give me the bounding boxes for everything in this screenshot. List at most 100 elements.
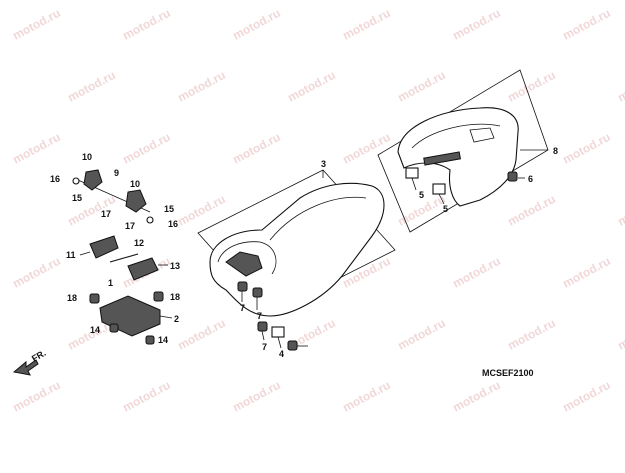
front-arrow-icon — [12, 359, 39, 376]
rear-seat-group — [377, 69, 549, 233]
callout-11: 11 — [66, 250, 76, 260]
watermark-text: motod.ru — [560, 130, 612, 167]
main-seat-clip — [271, 326, 285, 338]
rear-seat-clip-left — [405, 167, 419, 179]
watermark-text: motod.ru — [175, 192, 227, 229]
callout-14a: 14 — [90, 325, 100, 335]
watermark-text: motod.ru — [230, 378, 282, 415]
callout-17a: 17 — [101, 209, 111, 219]
seat-latch-13 — [127, 257, 159, 281]
main-seat-nut-3 — [257, 321, 268, 332]
callout-16b: 16 — [168, 219, 178, 229]
callout-1: 1 — [108, 278, 113, 288]
callout-3: 3 — [321, 159, 326, 169]
watermark-text: motod.ru — [450, 254, 502, 291]
seat-latch-11 — [89, 235, 119, 259]
rear-seat-hole — [469, 127, 495, 143]
bolt-16a — [72, 177, 80, 185]
leader-2 — [159, 315, 173, 319]
main-seat-group — [197, 169, 396, 351]
latch-spring — [109, 253, 139, 263]
bolt-16b — [146, 216, 154, 224]
watermark-text: motod.ru — [65, 68, 117, 105]
callout-8: 8 — [553, 146, 558, 156]
watermark-text: motod.ru — [560, 6, 612, 43]
rear-seat-clip-right — [432, 183, 446, 195]
callout-5a: 5 — [419, 190, 424, 200]
watermark-text: motod.ru — [450, 6, 502, 43]
callout-14b: 14 — [158, 335, 168, 345]
watermark-text: motod.ru — [230, 130, 282, 167]
lock-bracket-lower — [125, 189, 147, 213]
watermark-text: motod.ru — [285, 68, 337, 105]
watermark-text: motod.ru — [560, 378, 612, 415]
callout-15a: 15 — [72, 193, 82, 203]
latch-assembly — [72, 169, 173, 345]
watermark-text: motod.ru — [615, 68, 625, 105]
leader-5b — [438, 193, 445, 205]
watermark-text: motod.ru — [340, 130, 392, 167]
callout-18b: 18 — [170, 292, 180, 302]
watermark-text: motod.ru — [10, 378, 62, 415]
leader-11 — [79, 251, 91, 256]
callout-10a: 10 — [82, 152, 92, 162]
callout-15b: 15 — [164, 204, 174, 214]
watermark-text: motod.ru — [340, 6, 392, 43]
watermark-text: motod.ru — [505, 316, 557, 353]
callout-16a: 16 — [50, 174, 60, 184]
main-seat-nut-2 — [252, 287, 263, 298]
watermark-text: motod.ru — [10, 6, 62, 43]
watermark-text: motod.ru — [560, 254, 612, 291]
leader-5a — [411, 177, 417, 191]
callout-7b: 7 — [257, 311, 262, 321]
callout-10b: 10 — [130, 179, 140, 189]
watermark-text: motod.ru — [615, 316, 625, 353]
callout-7a: 7 — [240, 303, 245, 313]
rear-seat-hinge — [423, 151, 462, 166]
watermark-text: motod.ru — [450, 378, 502, 415]
main-seat — [209, 182, 385, 317]
callout-12: 12 — [134, 238, 144, 248]
bolt-18a — [89, 293, 100, 304]
watermark-text: motod.ru — [175, 68, 227, 105]
main-seat-nut-4 — [287, 340, 298, 351]
watermark-text: motod.ru — [615, 192, 625, 229]
callout-7c: 7 — [262, 342, 267, 352]
bolt-18b — [153, 291, 164, 302]
callout-18a: 18 — [67, 293, 77, 303]
main-seat-front-pad — [225, 251, 263, 277]
watermark-text: motod.ru — [120, 378, 172, 415]
callout-4: 4 — [279, 349, 284, 359]
watermark-text: motod.ru — [120, 6, 172, 43]
rear-seat-contour — [411, 123, 501, 149]
callout-17b: 17 — [125, 221, 135, 231]
main-seat-contour — [269, 196, 367, 241]
callout-2: 2 — [174, 314, 179, 324]
watermark-text: motod.ru — [120, 130, 172, 167]
watermark-text: motod.ru — [395, 68, 447, 105]
callout-6: 6 — [528, 174, 533, 184]
watermark-text: motod.ru — [395, 316, 447, 353]
nut-14b — [145, 335, 155, 345]
nut-14a — [109, 323, 119, 333]
diagram-code: MCSEF2100 — [482, 368, 534, 378]
watermark-text: motod.ru — [230, 6, 282, 43]
callout-9: 9 — [114, 168, 119, 178]
leader-7c — [261, 330, 265, 341]
watermark-text: motod.ru — [505, 68, 557, 105]
callout-13: 13 — [170, 261, 180, 271]
watermark-text: motod.ru — [505, 192, 557, 229]
leader-4 — [277, 336, 282, 349]
lock-bracket-upper — [83, 169, 103, 191]
watermark-text: motod.ru — [340, 378, 392, 415]
rear-seat-nut — [507, 171, 518, 182]
main-seat-nut-1 — [237, 281, 248, 292]
watermark-text: motod.ru — [10, 130, 62, 167]
main-seat-front-contour — [217, 241, 277, 275]
watermark-text: motod.ru — [175, 316, 227, 353]
watermark-text: motod.ru — [10, 254, 62, 291]
front-label: FR. — [30, 348, 48, 364]
callout-5b: 5 — [443, 204, 448, 214]
